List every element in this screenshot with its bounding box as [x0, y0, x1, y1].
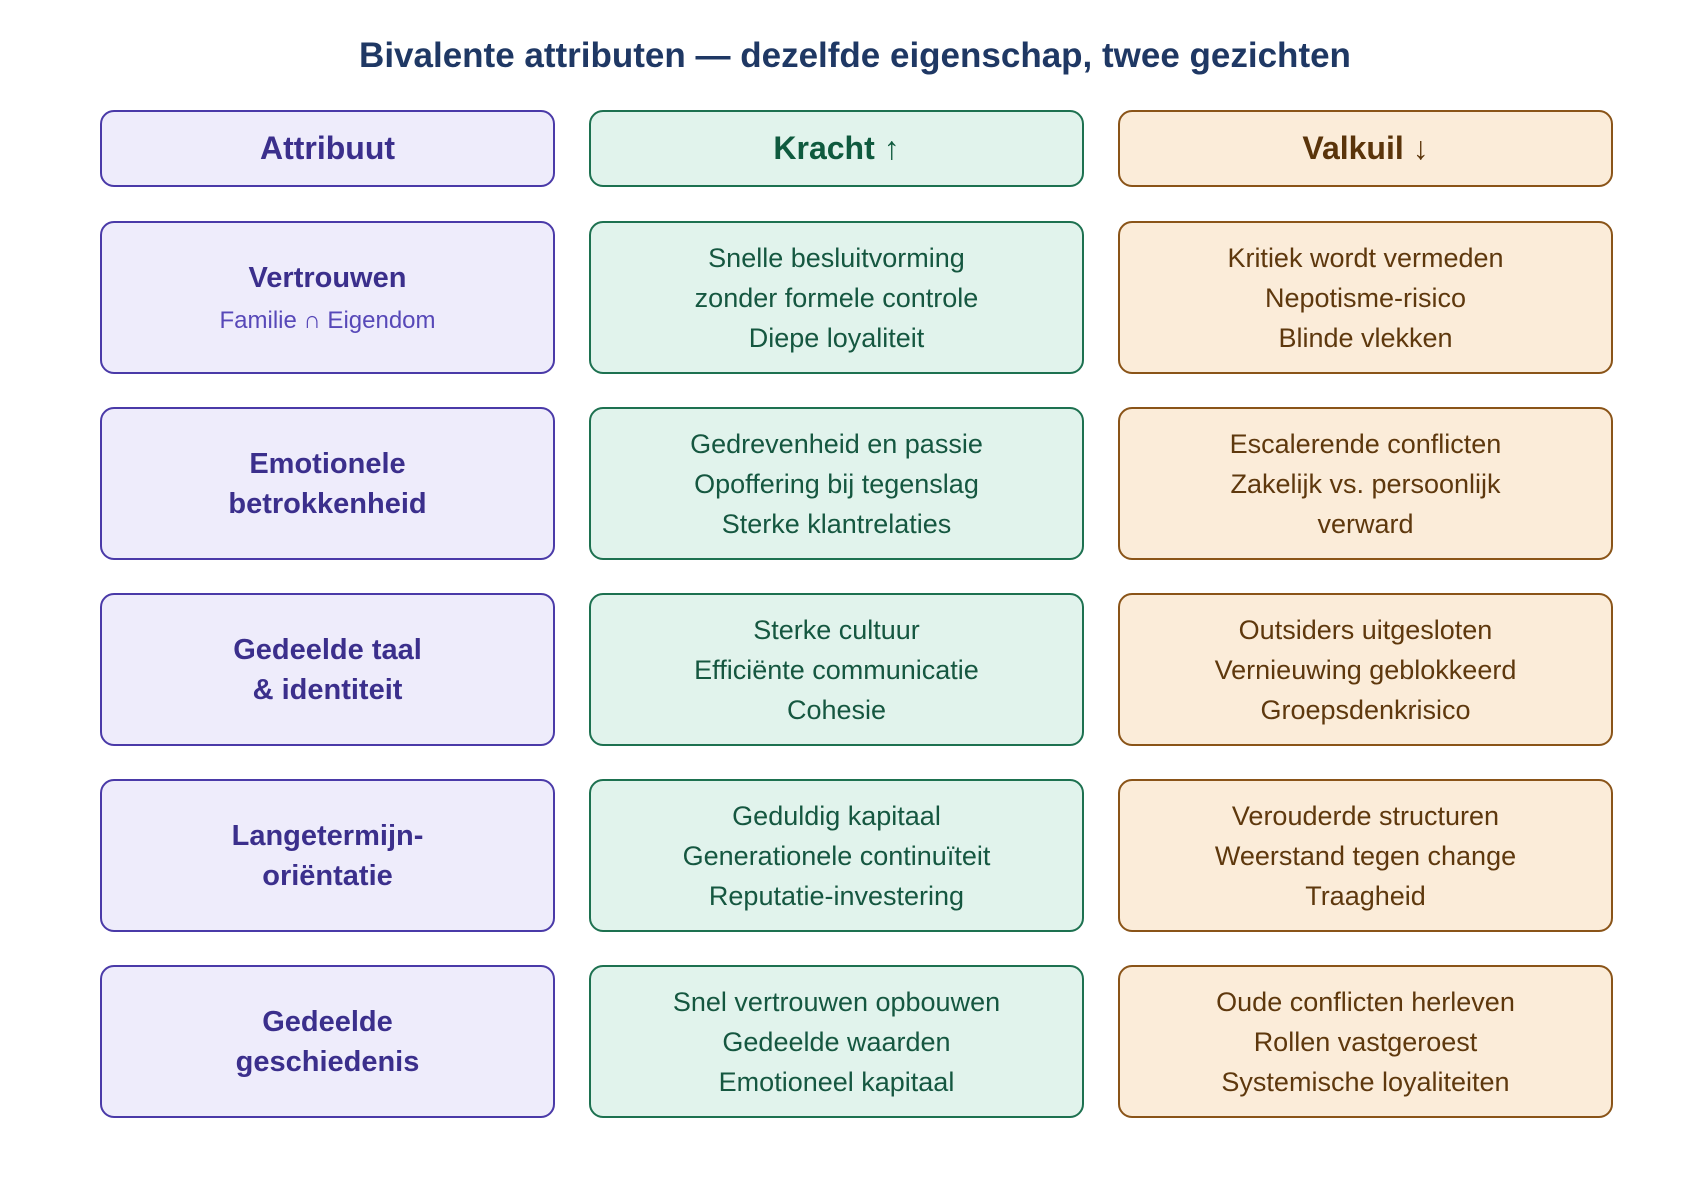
attribute-name-line: Gedeelde	[262, 1005, 393, 1038]
attribute-name: Vertrouwen	[248, 261, 407, 294]
valkuil-item: Zakelijk vs. persoonlijk	[1230, 468, 1501, 499]
header-valkuil: Valkuil ↓	[1118, 110, 1613, 187]
diagram-title: Bivalente attributen — dezelfde eigensch…	[359, 36, 1351, 75]
attribute-subtitle: Familie ∩ Eigendom	[219, 306, 436, 334]
valkuil-item: Escalerende conflicten	[1229, 428, 1502, 459]
valkuil-item: Blinde vlekken	[1278, 322, 1453, 353]
attribute-name-line: geschiedenis	[235, 1045, 420, 1078]
attribute-name-line: Emotionele	[249, 447, 406, 480]
kracht-item: Sterke klantrelaties	[721, 508, 952, 539]
kracht-item: Opoffering bij tegenslag	[694, 468, 979, 499]
kracht-item: Diepe loyaliteit	[748, 322, 925, 353]
valkuil-item: Groepsdenkrisico	[1260, 694, 1471, 725]
valkuil-item: Vernieuwing geblokkeerd	[1214, 654, 1517, 685]
attribute-name-line: Langetermijn-	[231, 819, 424, 852]
kracht-item: Snelle besluitvorming	[708, 242, 965, 273]
valkuil-item: Rollen vastgeroest	[1253, 1026, 1478, 1057]
valkuil-item: Oude conflicten herleven	[1216, 986, 1515, 1017]
valkuil-card-vertrouwen: Kritiek wordt vermeden Nepotisme-risico …	[1118, 221, 1613, 374]
kracht-item: Efficiënte communicatie	[694, 654, 979, 685]
attribute-card-gedeelde-geschiedenis: Gedeelde geschiedenis	[100, 965, 555, 1118]
kracht-card-vertrouwen: Snelle besluitvorming zonder formele con…	[589, 221, 1084, 374]
kracht-item: Generationele continuïteit	[682, 840, 991, 871]
valkuil-card-emotionele-betrokkenheid: Escalerende conflicten Zakelijk vs. pers…	[1118, 407, 1613, 560]
valkuil-item: Outsiders uitgesloten	[1238, 614, 1493, 645]
attribute-name-line: betrokkenheid	[228, 487, 427, 520]
valkuil-item: Verouderde structuren	[1231, 800, 1500, 831]
kracht-item: Reputatie-investering	[708, 880, 965, 911]
attribute-name-line: Gedeelde taal	[233, 633, 422, 666]
kracht-card-gedeelde-taal: Sterke cultuur Efficiënte communicatie C…	[589, 593, 1084, 746]
attribute-name-line: & identiteit	[252, 673, 403, 706]
valkuil-item: verward	[1317, 508, 1414, 539]
header-kracht: Kracht ↑	[589, 110, 1084, 187]
valkuil-card-langetermijn: Verouderde structuren Weerstand tegen ch…	[1118, 779, 1613, 932]
kracht-item: Snel vertrouwen opbouwen	[672, 986, 1001, 1017]
valkuil-item: Systemische loyaliteiten	[1221, 1066, 1510, 1097]
attribute-name-line: oriëntatie	[262, 859, 393, 892]
kracht-item: zonder formele controle	[694, 282, 979, 313]
header-kracht-label: Kracht ↑	[773, 130, 900, 166]
kracht-item: Sterke cultuur	[753, 614, 920, 645]
kracht-item: Gedeelde waarden	[722, 1026, 951, 1057]
kracht-item: Emotioneel kapitaal	[718, 1066, 955, 1097]
kracht-item: Gedrevenheid en passie	[690, 428, 983, 459]
valkuil-item: Weerstand tegen change	[1214, 840, 1517, 871]
valkuil-item: Nepotisme-risico	[1264, 282, 1467, 313]
valkuil-card-gedeelde-geschiedenis: Oude conflicten herleven Rollen vastgero…	[1118, 965, 1613, 1118]
attribute-card-emotionele-betrokkenheid: Emotionele betrokkenheid	[100, 407, 555, 560]
attribute-card-vertrouwen: Vertrouwen Familie ∩ Eigendom	[100, 221, 555, 374]
header-attribuut-label: Attribuut	[259, 130, 396, 166]
kracht-card-langetermijn: Geduldig kapitaal Generationele continuï…	[589, 779, 1084, 932]
attribute-card-langetermijn: Langetermijn- oriëntatie	[100, 779, 555, 932]
kracht-card-gedeelde-geschiedenis: Snel vertrouwen opbouwen Gedeelde waarde…	[589, 965, 1084, 1118]
valkuil-card-gedeelde-taal: Outsiders uitgesloten Vernieuwing geblok…	[1118, 593, 1613, 746]
kracht-item: Cohesie	[786, 694, 887, 725]
header-attribuut: Attribuut	[100, 110, 555, 187]
header-valkuil-label: Valkuil ↓	[1302, 130, 1429, 166]
attribute-card-gedeelde-taal: Gedeelde taal & identiteit	[100, 593, 555, 746]
valkuil-item: Kritiek wordt vermeden	[1227, 242, 1504, 273]
kracht-card-emotionele-betrokkenheid: Gedrevenheid en passie Opoffering bij te…	[589, 407, 1084, 560]
kracht-item: Geduldig kapitaal	[732, 800, 941, 831]
valkuil-item: Traagheid	[1305, 880, 1426, 911]
